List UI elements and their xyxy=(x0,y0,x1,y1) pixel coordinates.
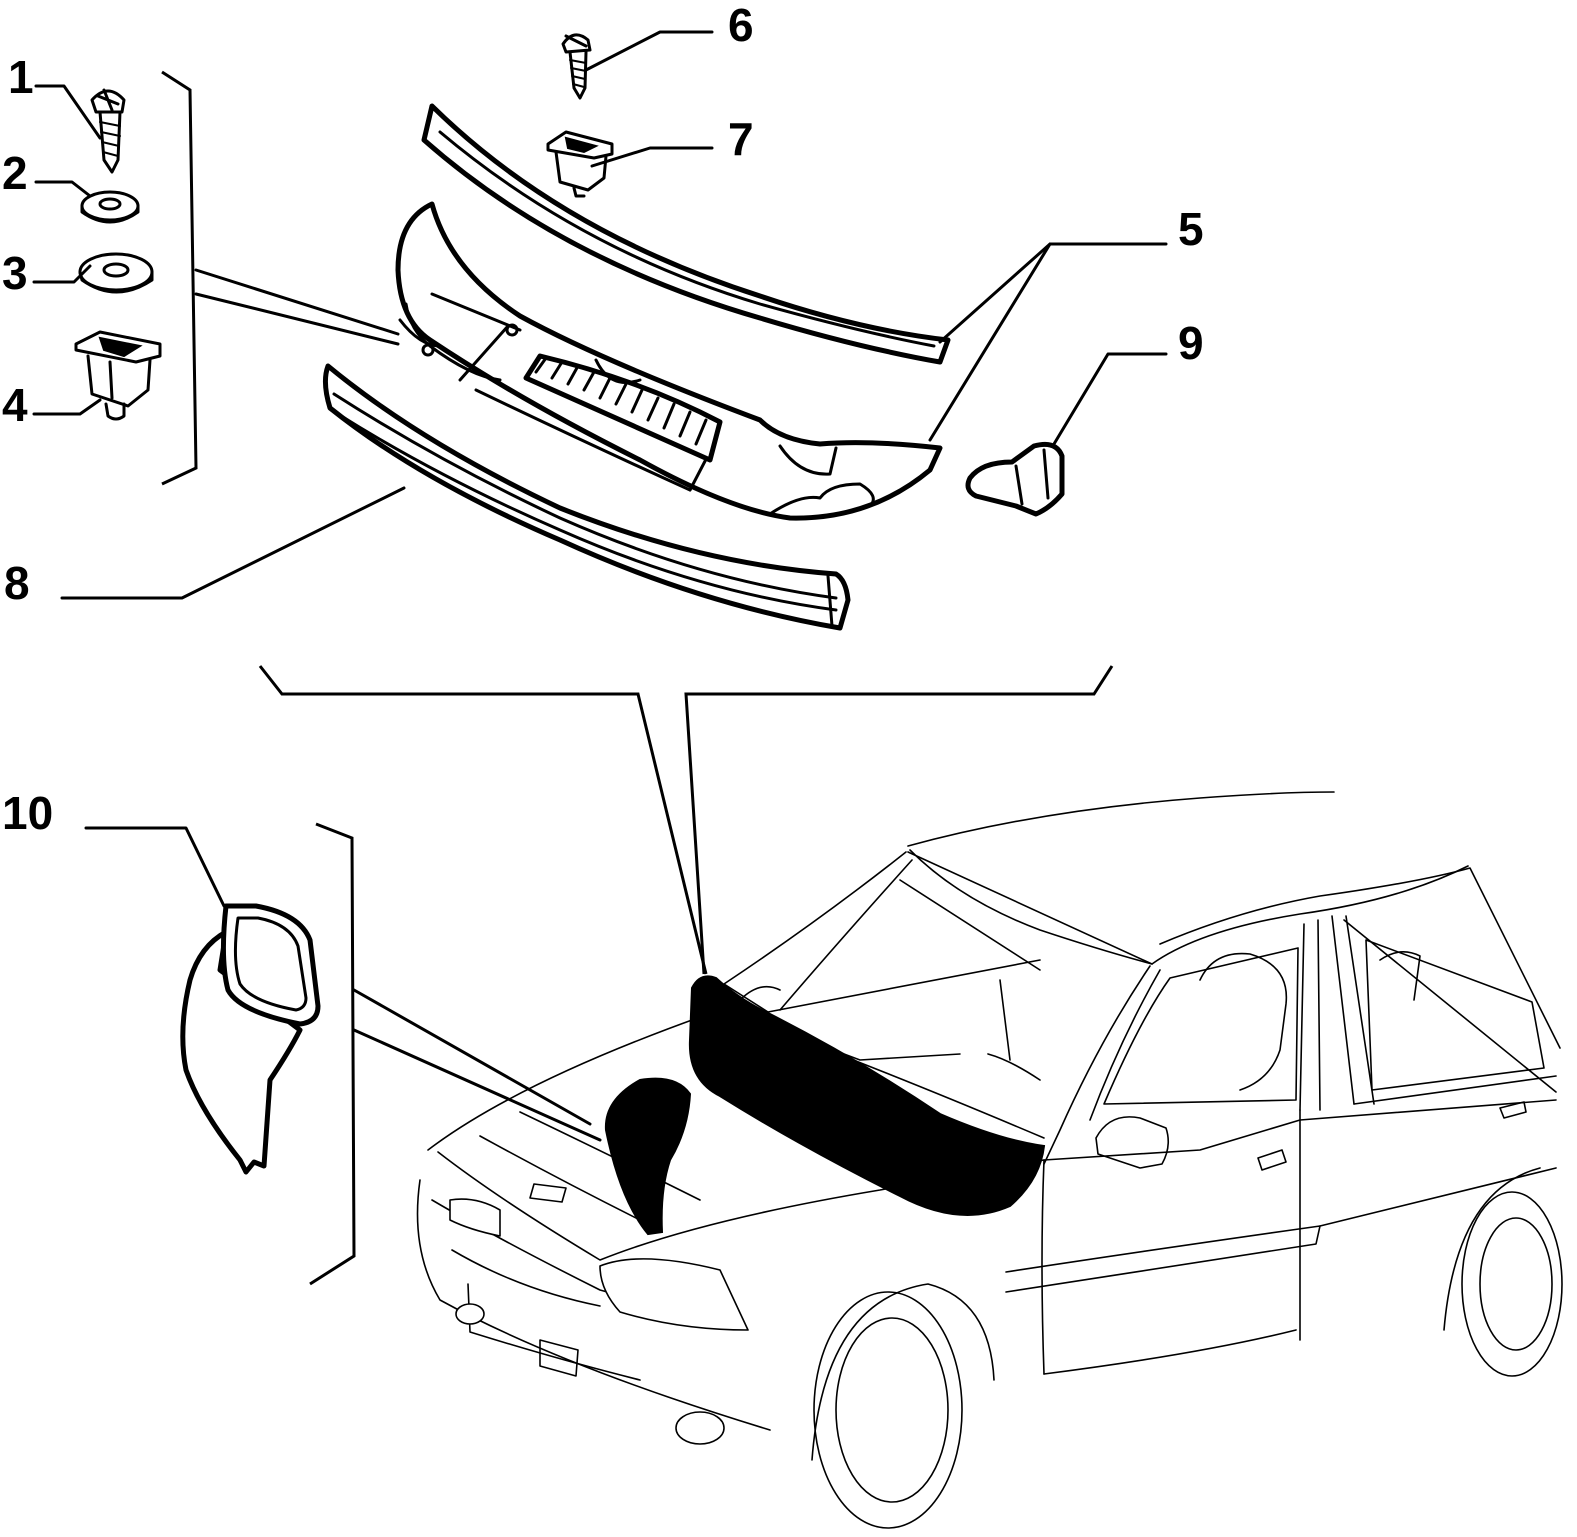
bracket-icon xyxy=(965,441,1065,517)
seal-icon xyxy=(180,903,321,1175)
callout-6: 6 xyxy=(728,0,754,51)
seal-strip-icon xyxy=(322,363,851,631)
group-bracket xyxy=(161,70,1114,1286)
washer-icon xyxy=(80,190,140,224)
callout-10: 10 xyxy=(2,787,54,839)
clip-icon xyxy=(74,330,162,421)
highlighted-cowl xyxy=(604,975,1046,1236)
clip-icon xyxy=(546,130,614,198)
callout-8: 8 xyxy=(4,557,30,609)
cowl-panel-icon xyxy=(395,103,951,521)
washer-icon xyxy=(78,252,154,294)
callout-2: 2 xyxy=(2,147,28,199)
callout-9: 9 xyxy=(1178,317,1204,369)
car-icon xyxy=(416,791,1563,1529)
screw-icon xyxy=(561,33,592,100)
callout-3: 3 xyxy=(2,247,28,299)
callout-1: 1 xyxy=(8,51,34,103)
leader-lines xyxy=(32,30,1168,908)
callout-7: 7 xyxy=(728,113,754,165)
callout-4: 4 xyxy=(2,379,28,431)
callout-5: 5 xyxy=(1178,203,1204,255)
screw-icon xyxy=(90,88,126,174)
